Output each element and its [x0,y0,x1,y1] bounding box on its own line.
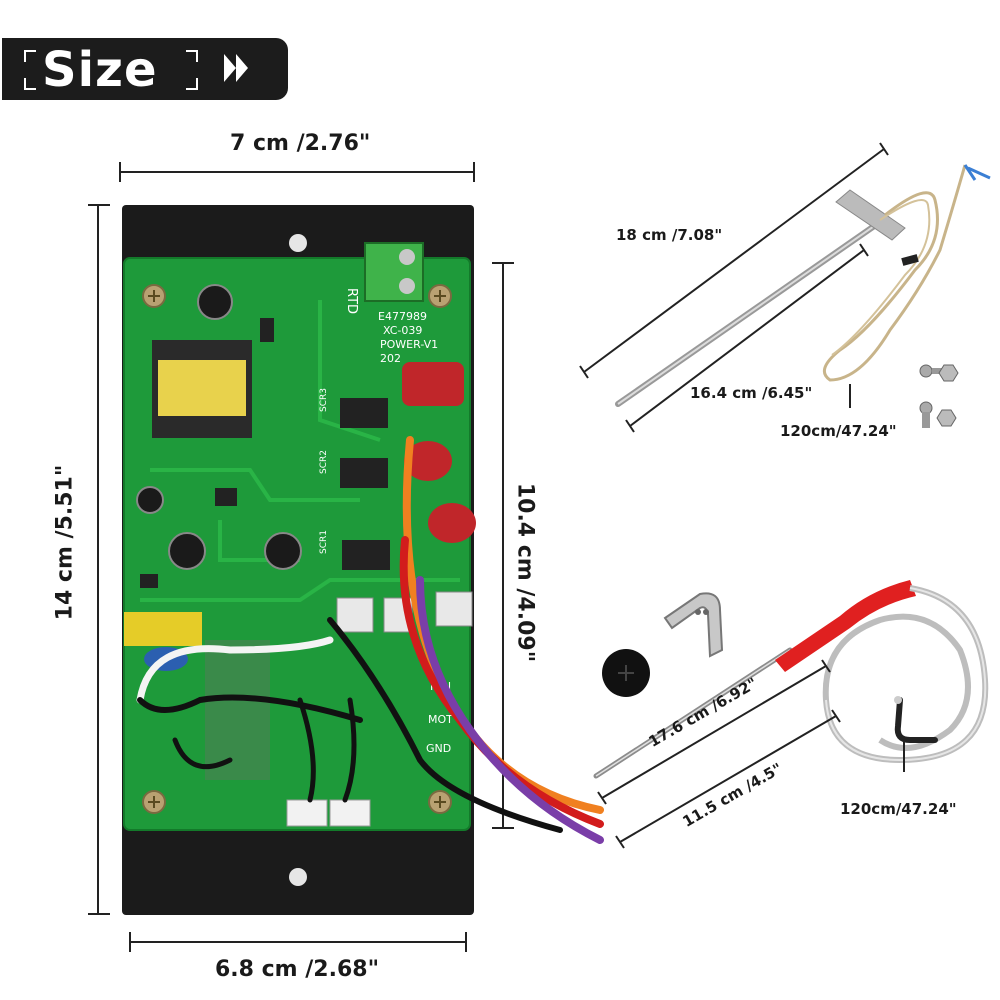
pcb-label-scr1: SCR1 [319,530,329,554]
wire-harness [136,436,604,844]
scr-component [340,458,388,488]
bracket-corner-icon [24,78,36,90]
meat-dimension-lines [597,659,841,849]
scr-component [342,540,390,570]
capacitor [168,532,206,570]
pcb-label-mot: MOT [428,713,453,726]
board-height-outer-label: 14 cm /5.51" [52,464,78,621]
play-arrow-icon [224,54,236,82]
bracket-corner-icon [186,50,198,62]
pcb-label-power: POWER-V1 [380,338,438,351]
board-width-top-label: 7 cm /2.76" [230,131,371,156]
pcb-label-rtd: RTD [344,288,359,314]
rtd-terminal-block [364,242,424,302]
pcb-label-scr3: SCR3 [319,388,329,412]
rtd-cable-length-label: 120cm/47.24" [780,422,897,440]
hardware-icons [919,364,959,428]
mounting-hole [289,868,307,886]
pcb-label-year: 202 [380,352,401,365]
rtd-dimension-lines [579,142,889,433]
pcb-label-gnd: GND [426,742,451,755]
pcb-label-model: XC-039 [383,324,422,337]
meat-probe [593,580,989,779]
relay [205,640,270,780]
pcb-silkscreen: RTD E477989 XC-039 POWER-V1 202 FAN MOT … [319,288,453,755]
size-badge: Size [2,38,288,100]
film-capacitor [402,362,464,406]
screw-icons [142,284,452,814]
board-height-inner-label: 10.4 cm /4.09" [512,482,538,663]
play-arrow-icon [236,54,248,82]
dimension-lines [88,162,514,952]
film-capacitor [428,503,476,543]
scr-component [340,398,388,428]
capacitor [264,532,302,570]
film-capacitor [404,441,452,481]
mounting-hole [289,234,307,252]
rtd-probe [615,164,991,407]
capacitor [197,284,233,320]
x-capacitor [124,612,202,646]
probe-clip-icon [663,592,724,658]
rtd-total-length-label: 18 cm /7.08" [616,226,723,244]
meat-cable-length-label: 120cm/47.24" [840,800,957,818]
rtd-rod-length-label: 16.4 cm /6.45" [690,384,813,402]
connector [286,799,328,827]
bracket-corner-icon [186,78,198,90]
pcb-label-scr2: SCR2 [319,450,329,474]
capacitor [136,486,164,514]
badge-title: Size [42,42,158,98]
board-width-bottom-label: 6.8 cm /2.68" [215,957,380,982]
grommet-icon [602,649,650,697]
connector [329,799,371,827]
bracket-corner-icon [24,50,36,62]
pcb-label-cert: E477989 [378,310,427,323]
